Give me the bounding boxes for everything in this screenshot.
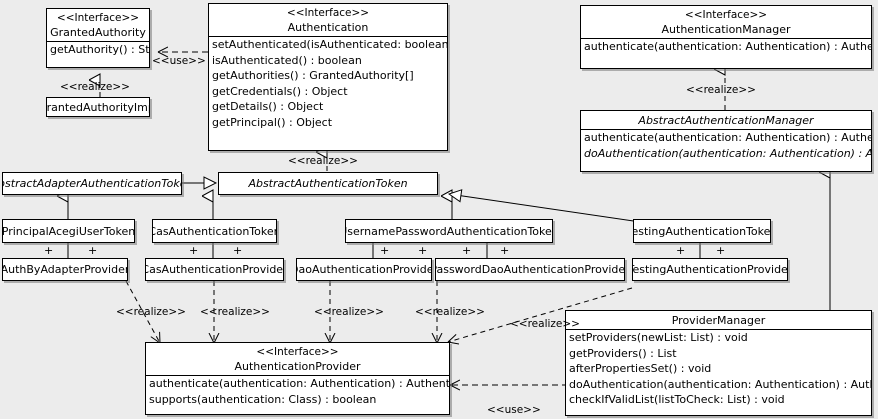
association-visibility-marker: + [716, 244, 726, 257]
edge-label-realize-abstractauthenticationtoken: <<realize>> [288, 155, 358, 167]
edge-label-realize-authbyadapterprovider: <<realize>> [116, 306, 186, 318]
class-box-username-password-authentication-token[interactable]: UsernamePasswordAuthenticationToken [345, 219, 553, 243]
class-name-label: TestingAuthenticationToken [633, 224, 771, 238]
class-name-label: AbstractAdapterAuthenticationToken [3, 177, 181, 190]
edge-label-realize-testingauthenticationprovider: <<realize>> [510, 318, 580, 330]
class-name-label: GrantedAuthority [50, 26, 146, 39]
edge-label-use-providermanager-authenticationprovider: <<use>> [487, 404, 541, 416]
association-visibility-marker: + [88, 244, 98, 257]
class-box-granted-authority-impl[interactable]: GrantedAuthorityImpl [46, 97, 150, 117]
class-header: <<Interface>> AuthenticationProvider [146, 343, 449, 376]
association-visibility-marker: + [418, 244, 428, 257]
member-row: afterPropertiesSet() : void [569, 362, 712, 375]
member-row: setProviders(newList: List) : void [569, 331, 748, 344]
class-members: authenticate(authentication: Authenticat… [581, 130, 871, 161]
class-members: authenticate(authentication: Authenticat… [581, 39, 871, 55]
class-box-granted-authority[interactable]: <<Interface>> GrantedAuthority getAuthor… [46, 8, 150, 68]
class-box-abstract-adapter-authentication-token[interactable]: AbstractAdapterAuthenticationToken [2, 172, 182, 195]
stereotype-label: <<Interface>> [684, 9, 768, 21]
class-members: setProviders(newList: List) : void getPr… [566, 330, 871, 408]
association-visibility-marker: + [44, 244, 54, 257]
association-visibility-marker: + [500, 244, 510, 257]
class-box-testing-authentication-token[interactable]: TestingAuthenticationToken [633, 219, 771, 243]
member-row: getAuthorities() : GrantedAuthority[] [212, 69, 414, 82]
class-name-label: ProviderManager [671, 314, 766, 327]
class-header: ProviderManager [566, 311, 871, 330]
member-row: authenticate(authentication: Authenticat… [584, 40, 871, 53]
class-box-dao-authentication-provider[interactable]: DaoAuthenticationProvider [296, 258, 432, 281]
member-row: getPrincipal() : Object [212, 115, 333, 129]
class-box-auth-by-adapter-provider[interactable]: AuthByAdapterProvider [2, 258, 128, 281]
class-box-provider-manager[interactable]: ProviderManager setProviders(newList: Li… [565, 310, 872, 416]
member-row: getCredentials() : Object [212, 84, 348, 98]
member-row: setAuthenticated(isAuthenticated: boolea… [212, 38, 448, 51]
association-visibility-marker: + [462, 244, 472, 257]
edge-label-realize-grantedauthorityimpl: <<realize>> [60, 81, 130, 93]
class-header: <<Interface>> GrantedAuthority [47, 9, 149, 42]
member-row: doAuthentication(authentication: Authent… [569, 377, 871, 391]
class-name-label: AbstractAuthenticationManager [638, 114, 814, 127]
class-box-cas-authentication-provider[interactable]: CasAuthenticationProvider [145, 258, 284, 281]
association-visibility-marker: + [233, 244, 243, 257]
edge-label-realize-passworddaoauthenticationprovider: <<realize>> [415, 306, 485, 318]
member-row: authenticate(authentication: Authenticat… [149, 377, 450, 390]
class-name-label: Authentication [287, 21, 369, 34]
class-box-abstract-authentication-token[interactable]: AbstractAuthenticationToken [218, 172, 438, 195]
class-name-label: AuthenticationManager [661, 23, 791, 36]
member-row: getProviders() : List [569, 346, 677, 360]
stereotype-label: <<Interface>> [286, 7, 370, 19]
class-header: <<Interface>> Authentication [209, 4, 447, 37]
class-name-label: PrincipalAcegiUserToken [2, 224, 135, 238]
stereotype-label: <<Interface>> [256, 346, 339, 358]
member-row: checkIfValidList(listToCheck: List) : vo… [569, 393, 785, 406]
edge-label-realize-daoauthenticationprovider: <<realize>> [314, 306, 384, 318]
association-visibility-marker: + [380, 244, 390, 257]
class-name-label: DaoAuthenticationProvider [296, 263, 432, 276]
class-members: authenticate(authentication: Authenticat… [146, 376, 449, 407]
class-box-cas-authentication-token[interactable]: CasAuthenticationToken [152, 219, 277, 243]
edge-label-realize-casauthenticationprovider: <<realize>> [200, 306, 270, 318]
class-name-label: AuthenticationProvider [234, 360, 361, 373]
member-row: isAuthenticated() : boolean [212, 53, 362, 67]
class-box-password-dao-authentication-provider[interactable]: PasswordDaoAuthenticationProvider [435, 258, 625, 281]
class-name-label: GrantedAuthorityImpl [46, 100, 149, 114]
member-row: authenticate(authentication: Authenticat… [584, 131, 871, 144]
class-box-authentication-manager[interactable]: <<Interface>> AuthenticationManager auth… [580, 5, 872, 69]
class-name-label: CasAuthenticationProvider [145, 263, 284, 276]
edge-label-realize-abstractauthenticationmanager: <<realize>> [686, 84, 756, 96]
class-name-label: AbstractAuthenticationToken [248, 177, 408, 190]
class-name-label: TestingAuthenticationProvider [632, 263, 788, 276]
association-visibility-marker: + [189, 244, 199, 257]
class-box-authentication-provider[interactable]: <<Interface>> AuthenticationProvider aut… [145, 342, 450, 415]
class-header: <<Interface>> AuthenticationManager [581, 6, 871, 39]
member-row: getAuthority() : String [50, 43, 150, 56]
member-row: supports(authentication: Class) : boolea… [149, 392, 377, 406]
class-box-testing-authentication-provider[interactable]: TestingAuthenticationProvider [632, 258, 788, 281]
member-row: doAuthentication(authentication: Authent… [584, 146, 871, 160]
class-box-principal-acegi-user-token[interactable]: PrincipalAcegiUserToken [2, 219, 135, 243]
class-members: getAuthority() : String [47, 42, 149, 58]
class-name-label: UsernamePasswordAuthenticationToken [345, 224, 553, 238]
class-name-label: AuthByAdapterProvider [2, 263, 128, 276]
class-name-label: PasswordDaoAuthenticationProvider [435, 263, 625, 276]
edge-label-use-authentication-grantedauthority: <<use>> [152, 55, 206, 67]
class-box-authentication[interactable]: <<Interface>> Authentication setAuthenti… [208, 3, 448, 151]
class-box-abstract-authentication-manager[interactable]: AbstractAuthenticationManager authentica… [580, 110, 872, 172]
class-header: AbstractAuthenticationManager [581, 111, 871, 130]
association-visibility-marker: + [676, 244, 686, 257]
class-name-label: CasAuthenticationToken [152, 224, 277, 238]
stereotype-label: <<Interface>> [56, 12, 140, 24]
class-members: setAuthenticated(isAuthenticated: boolea… [209, 37, 447, 130]
member-row: getDetails() : Object [212, 100, 324, 113]
